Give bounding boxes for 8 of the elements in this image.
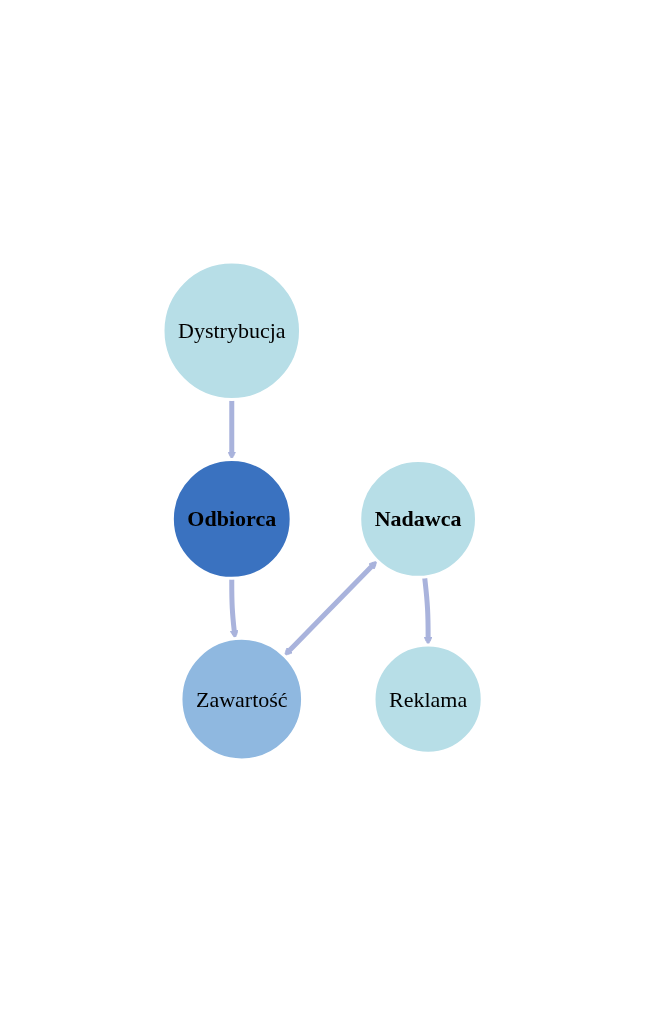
arrow xyxy=(229,577,239,639)
node-circle: Reklama xyxy=(372,643,484,755)
arrow xyxy=(283,560,378,656)
arrow xyxy=(422,576,433,645)
node-circle: Zawartość xyxy=(179,636,304,761)
node-circle: Odbiorca xyxy=(170,457,293,580)
arrow xyxy=(227,399,237,460)
node-circle: Dystrybucja xyxy=(161,260,302,401)
